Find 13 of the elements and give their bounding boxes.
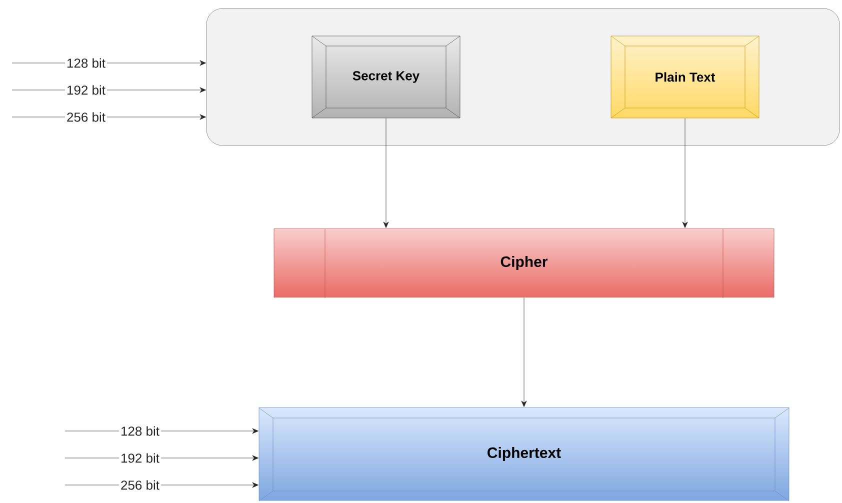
arrow xyxy=(682,118,688,228)
edge-label: 192 bit xyxy=(119,452,162,464)
process-box: Cipher xyxy=(274,228,774,298)
arrow xyxy=(521,298,527,407)
edge-label: 256 bit xyxy=(64,110,108,124)
edge-label: 256 bit xyxy=(119,478,162,492)
arrow xyxy=(383,118,389,228)
edge-label: 128 bit xyxy=(64,56,108,70)
beveled-box: Ciphertext xyxy=(258,407,790,502)
edge-label: 128 bit xyxy=(119,424,162,438)
beveled-box: Secret Key xyxy=(312,36,460,118)
edge-label: 192 bit xyxy=(64,84,108,96)
beveled-box: Plain Text xyxy=(610,36,760,118)
